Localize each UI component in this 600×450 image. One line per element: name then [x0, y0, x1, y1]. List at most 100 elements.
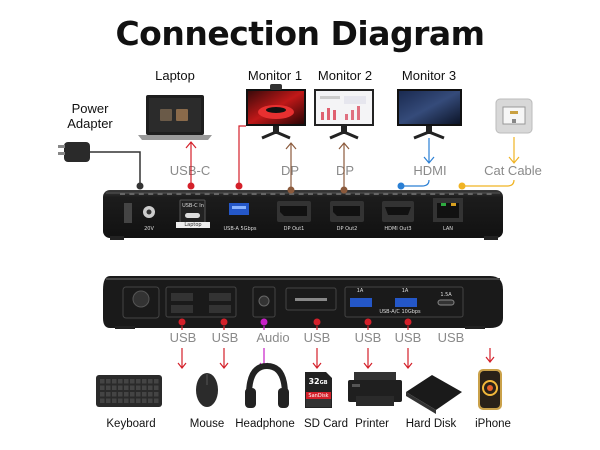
keyboard-key	[100, 385, 105, 390]
monitor-2-label: Monitor 2	[317, 68, 373, 83]
monitor-1-label: Monitor 1	[247, 68, 303, 83]
power-adapter-label-line1: Power	[71, 101, 109, 116]
hard-disk-label: Hard Disk	[405, 418, 457, 430]
vent-slot	[129, 193, 135, 195]
bottom-port-label: USB	[211, 330, 239, 345]
power-button	[122, 286, 160, 319]
keyboard-icon	[96, 375, 162, 407]
vent-slot	[223, 193, 229, 195]
cable-arrow	[177, 362, 187, 369]
keyboard-key	[154, 385, 159, 390]
vent-slot	[402, 193, 407, 195]
keyboard-key	[118, 379, 123, 384]
sd-card-slot	[285, 287, 337, 311]
vent-slot	[120, 193, 125, 195]
laptop-tag-marking: Laptop	[184, 222, 202, 228]
dc-marking: 20V	[144, 226, 154, 232]
vent-slot	[336, 193, 342, 195]
usb-a1-marking: 1A	[356, 288, 364, 294]
keyboard-key	[130, 379, 135, 384]
dp1-port	[277, 201, 311, 222]
laptop-icon	[138, 95, 212, 140]
vent-slot	[458, 193, 464, 195]
keyboard-key	[154, 392, 159, 397]
vent-slot	[298, 193, 304, 195]
bottom-port-label: USB	[303, 330, 331, 345]
dp2-port	[330, 201, 364, 222]
usb-a-port	[229, 203, 249, 215]
printer-label: Printer	[355, 418, 389, 430]
hdmi-port-label: HDMI	[413, 163, 447, 178]
cat-cable-port-label: Cat Cable	[484, 163, 542, 178]
keyboard-key	[106, 385, 111, 390]
keyboard-key	[118, 392, 123, 397]
vent-slot	[308, 193, 313, 195]
hdmi-port	[382, 201, 414, 222]
usba-cable-monitor1	[235, 125, 246, 190]
keyboard-key	[148, 392, 153, 397]
cable-connector-dot	[404, 318, 412, 326]
keyboard-key	[154, 379, 159, 384]
keyboard-key	[100, 398, 105, 403]
vent-slot	[486, 193, 492, 195]
keyboard-key	[124, 379, 129, 384]
vent-slot	[251, 193, 257, 195]
cable-connector-dot	[313, 318, 321, 326]
vent-slot	[195, 193, 201, 195]
vent-slot	[477, 193, 483, 195]
keyboard-key	[136, 392, 141, 397]
lan-marking: LAN	[442, 226, 454, 232]
vent-slot	[232, 193, 238, 195]
keyboard-key	[136, 379, 141, 384]
vent-slot	[317, 193, 323, 195]
headphone-icon	[245, 362, 289, 408]
printer-icon	[348, 372, 402, 406]
vent-slot	[392, 193, 398, 195]
usb-c-port	[176, 199, 210, 228]
usbc-marking: USB-C In	[182, 203, 204, 209]
keyboard-key	[130, 398, 135, 403]
vent-slot	[467, 193, 473, 195]
dp1-cable	[285, 142, 297, 194]
monitor-icon	[246, 84, 306, 140]
keyboard-key	[142, 379, 147, 384]
bottom-port-label: USB	[437, 330, 465, 345]
dp2-cable	[338, 142, 350, 194]
vent-slot	[326, 193, 332, 195]
keyboard-key	[154, 398, 159, 403]
vent-slot	[439, 193, 445, 195]
power-cable-node	[136, 182, 144, 190]
bottom-port-label: USB	[394, 330, 422, 345]
vent-slot	[289, 193, 295, 195]
mouse-icon	[196, 373, 218, 407]
vent-slot	[138, 193, 144, 195]
keyboard-label: Keyboard	[106, 418, 156, 430]
keyboard-key	[136, 385, 141, 390]
bottom-port-label: USB	[354, 330, 382, 345]
cable-arrow	[485, 356, 495, 363]
mouse-label: Mouse	[189, 418, 225, 430]
keyboard-key	[112, 392, 117, 397]
vent-slot	[185, 193, 191, 195]
cable-arrow	[312, 362, 322, 369]
audio-jack	[252, 286, 276, 318]
iphone-icon	[478, 369, 502, 410]
sd-capacity-number: 32	[308, 377, 320, 386]
cable-arrow	[403, 362, 413, 369]
headphone-label: Headphone	[235, 418, 295, 430]
dp1-marking: DP Out1	[283, 226, 305, 232]
dc-input-port	[124, 203, 155, 223]
cable-arrow	[363, 362, 373, 369]
dp1-port-label: DP	[280, 163, 300, 178]
keyboard-key	[100, 379, 105, 384]
vent-slot	[364, 193, 370, 195]
usb-group-marking: USB-A/C 10Gbps	[379, 309, 421, 315]
keyboard-key	[142, 392, 147, 397]
usba-marking: USB-A 5Gbps	[223, 226, 257, 232]
vent-slot	[270, 193, 276, 195]
sd-capacity: 32GB	[307, 377, 329, 386]
hdmi-marking: HDMI Out3	[384, 226, 412, 232]
dock-front-panel	[103, 276, 503, 329]
usbc-port-label: USB-C	[169, 163, 211, 178]
vent-slot	[148, 193, 154, 195]
